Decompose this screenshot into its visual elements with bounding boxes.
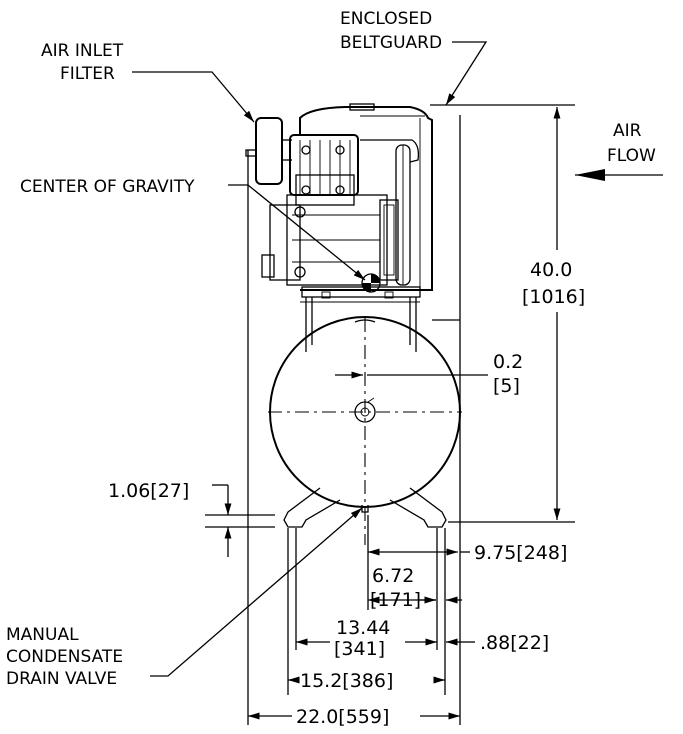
centerlines xyxy=(268,318,462,545)
dim-half-width: 9.75[248] xyxy=(474,542,567,564)
dim-height-mm: [1016] xyxy=(522,286,585,308)
callout-labels: ENCLOSED BELTGUARD AIR INLET FILTER CENT… xyxy=(6,9,656,689)
label-drain-valve: DRAIN VALVE xyxy=(6,669,117,689)
label-center-of-gravity: CENTER OF GRAVITY xyxy=(20,177,195,197)
leader-lines xyxy=(132,41,488,677)
label-manual: MANUAL xyxy=(6,625,79,645)
dim-cog-inches: 0.2 xyxy=(493,351,523,373)
air-inlet-filter xyxy=(245,117,292,185)
dim-foot-height: 1.06[27] xyxy=(108,480,189,502)
label-enclosed: ENCLOSED xyxy=(340,9,432,29)
dim-height-inches: 40.0 xyxy=(530,259,572,281)
dim-span-inner-mm: [341] xyxy=(334,638,385,660)
dim-drain-inches: 6.72 xyxy=(372,565,414,587)
label-filter: FILTER xyxy=(60,64,115,84)
compressor-assembly xyxy=(245,103,433,352)
beltguard xyxy=(299,103,433,291)
dim-overall-width: 22.0[559] xyxy=(296,706,389,728)
label-condensate: CONDENSATE xyxy=(6,647,123,667)
center-of-gravity-symbol xyxy=(361,273,381,293)
dim-span-outer: 15.2[386] xyxy=(300,670,393,692)
air-flow-arrow xyxy=(575,169,663,181)
tank-legs xyxy=(283,487,447,528)
dim-drain-mm: [171] xyxy=(370,589,421,611)
label-air-inlet: AIR INLET xyxy=(41,41,124,61)
label-air: AIR xyxy=(613,121,642,141)
extension-lines xyxy=(205,104,575,725)
dimension-lines xyxy=(212,107,561,720)
dim-cog-mm: [5] xyxy=(493,375,520,397)
dim-foot-width: .88[22] xyxy=(480,632,549,654)
dimension-labels: 40.0 [1016] 0.2 [5] 1.06[27] 9.75[248] 6… xyxy=(108,259,585,728)
label-beltguard: BELTGUARD xyxy=(340,33,442,53)
dim-span-inner-inches: 13.44 xyxy=(336,617,390,639)
motor-frame xyxy=(261,194,399,286)
mounting-plate xyxy=(300,286,421,352)
label-flow: FLOW xyxy=(607,146,656,166)
